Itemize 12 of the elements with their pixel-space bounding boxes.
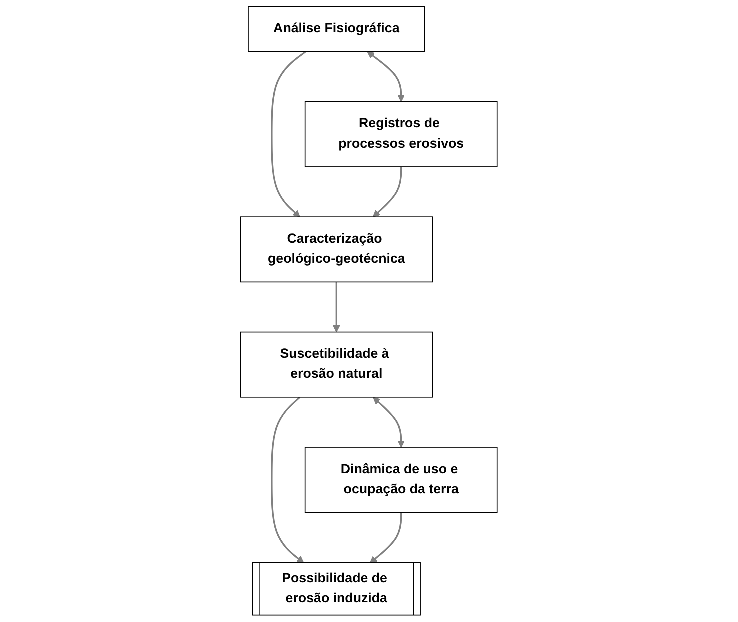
arrow (271, 396, 304, 564)
arrow (367, 52, 406, 102)
node-box: Dinâmica de uso e ocupação da terra (304, 447, 498, 514)
arrow (271, 51, 306, 218)
arrow (332, 282, 340, 333)
node-box: Caracterização geológico-geotécnica (240, 216, 434, 283)
arrow (372, 166, 402, 218)
node-box: Suscetibilidade à erosão natural (240, 332, 434, 398)
node-box: Registros de processos erosivos (304, 101, 498, 168)
arrow (370, 512, 402, 564)
node-box: Análise Fisiográfica (248, 6, 426, 52)
arrow (373, 397, 406, 448)
